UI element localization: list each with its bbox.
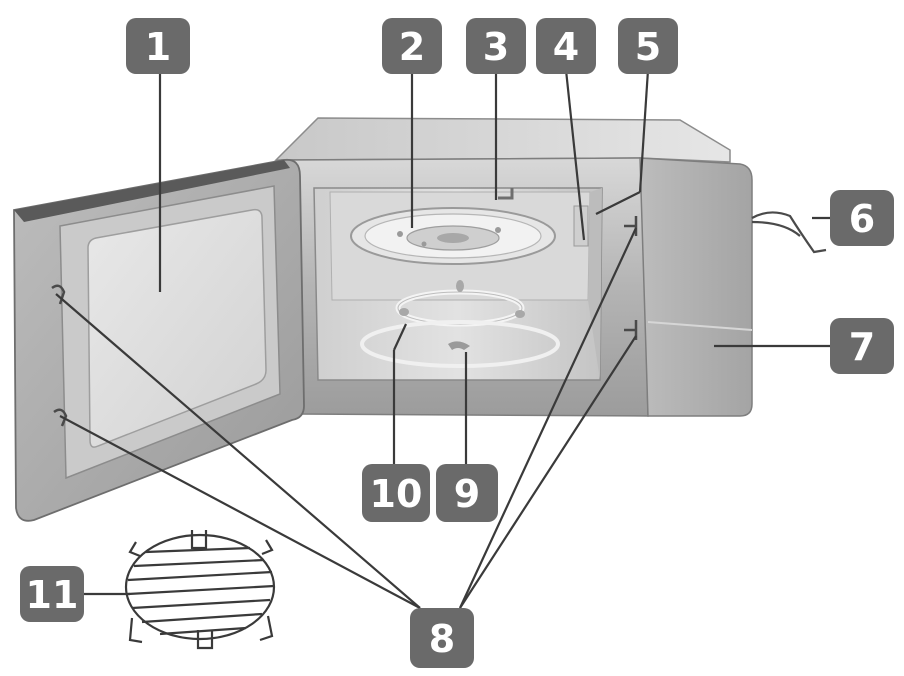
callout-2: 2 bbox=[382, 18, 442, 74]
svg-text:10: 10 bbox=[370, 472, 423, 516]
leader-8c bbox=[459, 227, 637, 609]
svg-text:11: 11 bbox=[26, 573, 79, 617]
callout-6: 6 bbox=[830, 190, 894, 246]
callout-8: 8 bbox=[410, 608, 474, 668]
callout-5: 5 bbox=[618, 18, 678, 74]
svg-text:2: 2 bbox=[399, 25, 425, 69]
grill-heater bbox=[498, 188, 514, 200]
svg-text:1: 1 bbox=[145, 25, 171, 69]
grill-rack bbox=[124, 530, 276, 650]
callout-11: 11 bbox=[20, 566, 84, 622]
door-lock-hole-upper bbox=[624, 216, 638, 236]
callout-1: 1 bbox=[126, 18, 190, 74]
microwave-body bbox=[274, 117, 753, 417]
leader-5 bbox=[638, 69, 650, 193]
svg-text:6: 6 bbox=[849, 197, 875, 241]
svg-text:7: 7 bbox=[849, 325, 875, 369]
power-cord bbox=[751, 211, 827, 254]
callout-7: 7 bbox=[830, 318, 894, 374]
leader-10b bbox=[393, 323, 407, 351]
door-window bbox=[87, 208, 267, 448]
leader-4 bbox=[564, 69, 586, 241]
leader-8b bbox=[59, 415, 421, 609]
callout-3: 3 bbox=[466, 18, 526, 74]
leader-8d bbox=[459, 335, 637, 609]
control-panel bbox=[639, 157, 753, 417]
door-hook-upper bbox=[51, 284, 66, 305]
svg-text:5: 5 bbox=[635, 25, 661, 69]
callout-9: 9 bbox=[436, 464, 498, 522]
svg-text:9: 9 bbox=[454, 472, 480, 516]
svg-text:4: 4 bbox=[553, 25, 579, 69]
leader-8a bbox=[55, 293, 421, 609]
svg-text:8: 8 bbox=[429, 617, 455, 661]
door-hook-lower bbox=[53, 408, 68, 427]
turntable-shaft bbox=[448, 341, 470, 350]
callout-10: 10 bbox=[362, 464, 430, 522]
callout-4: 4 bbox=[536, 18, 596, 74]
turntable-glass bbox=[350, 207, 556, 265]
leader-5b bbox=[595, 191, 641, 215]
svg-text:3: 3 bbox=[483, 25, 509, 69]
